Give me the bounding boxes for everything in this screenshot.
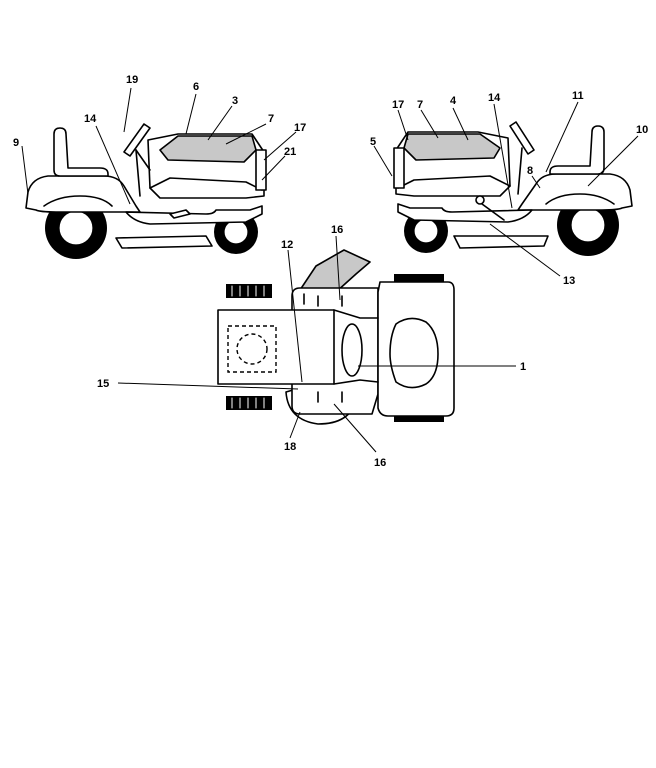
callout-4: 4	[450, 95, 457, 107]
callout-12: 12	[281, 239, 293, 251]
callout-14-left: 14	[84, 113, 97, 125]
callout-7-left: 7	[268, 113, 274, 125]
callout-13: 13	[563, 275, 575, 287]
callout-14-right: 14	[488, 92, 501, 104]
leader-lines	[21, 87, 639, 453]
callout-18: 18	[284, 441, 296, 453]
callout-16-bottom: 16	[374, 457, 386, 469]
callout-3: 3	[232, 95, 238, 107]
callout-9: 9	[13, 137, 19, 149]
callout-17-left: 17	[294, 122, 306, 134]
callout-1: 1	[520, 361, 526, 373]
callout-5: 5	[370, 136, 376, 148]
tractor-top-view	[217, 249, 455, 425]
callout-7-right: 7	[417, 99, 423, 111]
callout-19: 19	[126, 74, 138, 86]
tractor-left-side-view	[25, 123, 267, 259]
callout-8: 8	[527, 165, 533, 177]
callout-6: 6	[193, 81, 199, 93]
callout-11: 11	[572, 90, 584, 102]
callout-16-top: 16	[331, 224, 343, 236]
callout-labels: 9 19 14 6 3 7 17 21 17 7 4 14 11 10 5 8 …	[13, 74, 648, 469]
tractor-right-side-view	[393, 121, 633, 256]
callout-17-right: 17	[392, 99, 404, 111]
callout-15: 15	[97, 378, 109, 390]
callout-21: 21	[284, 146, 296, 158]
callout-10: 10	[636, 124, 648, 136]
